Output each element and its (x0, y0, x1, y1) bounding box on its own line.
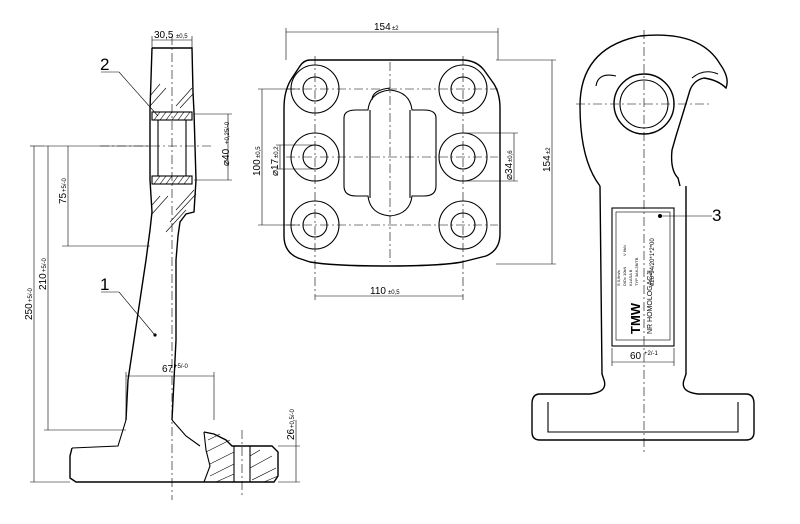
dim-plate-height-154-tol: ±2 (546, 147, 552, 154)
callout-2: 2 (100, 55, 109, 74)
nameplate-frame (611, 207, 675, 347)
dim-height-75: 75 (58, 192, 69, 204)
dim-height-250: 250 (24, 303, 35, 320)
dim-base-thick-26: 26 (286, 428, 297, 440)
front-view-dimensions: 60 +2/-1 3 (611, 206, 721, 366)
dim-stem-width-60: 60 (630, 351, 642, 362)
dim-hole-dia-17-tol: ±0,2 (274, 146, 280, 158)
dim-spacing-110-tol: ±0,5 (388, 290, 400, 296)
dim-spacing-100-tol: ±0,5 (256, 146, 262, 158)
dim-bore-dia: ⌀40 (221, 148, 232, 166)
callouts-left: 2 1 (100, 55, 159, 337)
dim-hole-dia-34: ⌀34 (504, 162, 515, 180)
nameplate-brand: TMW (628, 302, 643, 334)
front-view: TMW NR HOMOLOGACJI TYP 3A6-2B/TB KLASA B… (531, 30, 755, 452)
nameplate-line-5: V 6kN (622, 245, 627, 256)
dim-base-thick-26-tol: +0,5/-0 (290, 408, 296, 428)
dim-spacing-110: 110 (370, 286, 386, 297)
dim-width-top-tol: ±0,5 (176, 34, 188, 40)
dim-height-210: 210 (38, 273, 49, 290)
dim-plate-width-154: 154 (374, 22, 391, 33)
dim-height-75-tol: +5/-0 (62, 177, 68, 192)
dim-plate-width-154-tol: ±2 (392, 26, 399, 32)
dim-bore-dia-tol: +0,25/-0 (225, 121, 231, 144)
dim-hole-dia-17: ⌀17 (270, 158, 281, 176)
nameplate-line-2: KLASA B (628, 269, 633, 286)
nameplate-homologation-number: e20*94/20*1*2*00 (650, 238, 656, 286)
dim-height-250-tol: +5/-0 (28, 287, 34, 302)
callout-3: 3 (712, 206, 721, 225)
nameplate-text: TMW NR HOMOLOGACJI TYP 3A6-2B/TB KLASA B… (616, 238, 656, 334)
dim-base-width-67-tol: +5/-0 (174, 364, 189, 370)
dim-hole-dia-34-tol: ±0,6 (508, 150, 514, 162)
plate-top-view (283, 56, 501, 300)
dim-spacing-100: 100 (252, 159, 263, 176)
side-section-view (69, 36, 279, 500)
nameplate-inner (615, 211, 671, 341)
dim-width-top: 30,5 (154, 30, 174, 41)
dim-plate-height-154: 154 (542, 155, 553, 172)
dim-height-210-tol: +5/-0 (42, 257, 48, 272)
nameplate-line-4: S 0,6m/s (616, 270, 621, 286)
plate-dimensions: 154 ±2 154 ±2 100 ±0,5 ⌀17 ±0,2 ⌀34 ±0,6… (252, 22, 556, 297)
side-view-dimensions: 30,5 ±0,5 ⌀40 +0,25/-0 75 +5/-0 210 +5/-… (24, 30, 300, 483)
nameplate-homologation-label: NR HOMOLOGACJI (647, 270, 654, 334)
callout-1: 1 (100, 275, 109, 294)
dim-stem-width-60-tol: +2/-1 (644, 351, 659, 357)
nameplate-line-3: D/Dc 10kN (622, 267, 627, 286)
nameplate-line-1: TYP 3A6-2B/TB (634, 257, 639, 286)
dim-base-width-67: 67 (162, 364, 174, 375)
